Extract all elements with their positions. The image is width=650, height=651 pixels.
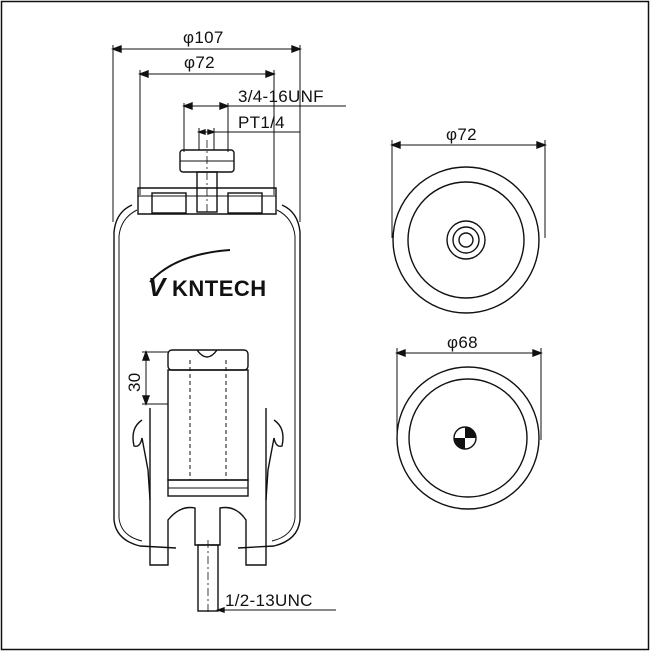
arrow-icon <box>390 140 401 150</box>
bellows-inner <box>118 209 296 542</box>
arrow-icon <box>111 44 122 54</box>
air-port-label: PT1/4 <box>238 113 285 132</box>
arrow-icon <box>196 129 206 135</box>
outer-diameter-label: φ107 <box>183 28 224 47</box>
arrow-icon <box>536 140 547 150</box>
arrow-icon <box>141 395 151 406</box>
brand-logo: V KNTECH <box>148 249 267 302</box>
arrow-icon <box>291 44 302 54</box>
top-view-hub-inner <box>452 226 480 254</box>
top-view <box>390 140 547 314</box>
clamp-left <box>132 419 151 501</box>
inner-diameter-label: φ72 <box>184 53 215 72</box>
bottom-view <box>395 348 543 510</box>
top-view-port <box>458 232 474 248</box>
top-view-inner-circle <box>407 181 525 299</box>
height-label: 30 <box>125 372 144 392</box>
bottom-view-diameter-label: φ68 <box>447 333 478 352</box>
bottom-view-inner-circle <box>408 378 528 498</box>
arrow-icon <box>532 348 543 358</box>
arrow-icon <box>265 69 276 79</box>
bottom-thread-label: 1/2-13UNC <box>225 591 313 610</box>
arrow-icon <box>207 129 217 135</box>
top-plate-pad-left <box>151 192 187 214</box>
side-view <box>111 44 346 615</box>
logo-mark: V <box>148 272 168 302</box>
logo-text: KNTECH <box>172 276 267 301</box>
arrow-icon <box>215 607 225 613</box>
piston-notch <box>196 349 218 358</box>
arrow-icon <box>219 101 230 111</box>
clamp-right <box>265 419 284 501</box>
bellows <box>113 204 301 549</box>
top-plate-pad-right <box>227 192 263 214</box>
top-thread-label: 3/4-16UNF <box>238 87 324 106</box>
logo-swoosh-icon <box>149 249 231 283</box>
arrow-icon <box>182 101 193 111</box>
top-plate <box>137 187 277 215</box>
bottom-view-outer-circle <box>396 366 540 510</box>
center-mark-icon <box>454 427 476 449</box>
arrow-icon <box>395 348 406 358</box>
arrow-icon <box>138 69 149 79</box>
top-view-diameter-label: φ72 <box>446 125 477 144</box>
arrow-icon <box>141 350 151 361</box>
top-view-outer-circle <box>392 166 540 314</box>
top-view-hub <box>446 220 486 260</box>
